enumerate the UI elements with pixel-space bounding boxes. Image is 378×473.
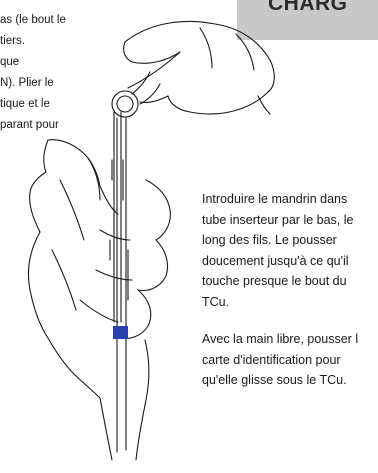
upper-hand <box>124 21 275 114</box>
instruction-line: Avec la main libre, pousser l <box>202 329 378 350</box>
blue-flange-marker <box>113 326 128 339</box>
instruction-line: carte d'identification pour <box>202 350 378 371</box>
instruction-line: touche presque le bout du <box>202 271 378 292</box>
right-instruction-text: Introduire le mandrin dans tube inserteu… <box>202 189 378 391</box>
instruction-line: TCu. <box>202 292 378 313</box>
inserter-ring <box>112 91 138 117</box>
instruction-paragraph-2: Avec la main libre, pousser l carte d'id… <box>202 329 378 391</box>
inserter-tube <box>110 110 128 452</box>
instruction-line: doucement jusqu'à ce qu'il <box>202 251 378 272</box>
instruction-line: Introduire le mandrin dans <box>202 189 378 210</box>
instruction-line: qu'elle glisse sous le TCu. <box>202 370 378 391</box>
instruction-paragraph-1: Introduire le mandrin dans tube inserteu… <box>202 189 378 312</box>
lower-hand <box>28 140 170 460</box>
instruction-line: long des fils. Le pousser <box>202 230 378 251</box>
instruction-line: tube inserteur par le bas, le <box>202 210 378 231</box>
